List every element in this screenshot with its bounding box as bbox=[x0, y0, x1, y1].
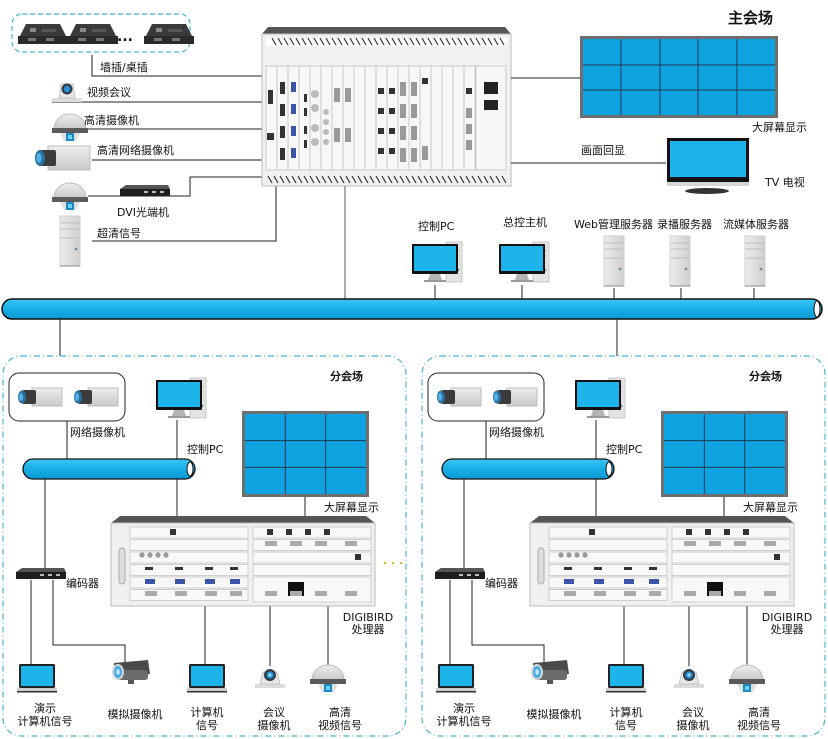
sub-venue-2 bbox=[421, 355, 826, 737]
encoder-label: 编码器 bbox=[485, 577, 518, 590]
hd-video-dome-icon bbox=[309, 664, 347, 693]
uhd-source-tower-icon bbox=[59, 215, 81, 267]
device-label-line1: 模拟摄像机 bbox=[107, 708, 163, 721]
network-camera-icon bbox=[17, 387, 63, 407]
wall-desk-socket-label: 墙插/桌插 bbox=[100, 61, 148, 74]
analog-camera-icon bbox=[112, 660, 150, 684]
master-host-icon bbox=[498, 241, 550, 283]
digibird-processor-chassis bbox=[529, 516, 795, 607]
conference-camera-icon bbox=[673, 668, 705, 689]
uhd-signal-label: 超清信号 bbox=[97, 227, 141, 240]
control-pc-icon bbox=[574, 377, 626, 419]
device-label-line1: 计算机 bbox=[609, 706, 643, 719]
dvi-optical-label: DVI光端机 bbox=[117, 206, 170, 219]
processor-label-line1: DIGIBIRD bbox=[761, 611, 813, 624]
recording-server-icon bbox=[669, 235, 691, 287]
sub-venue-title: 分会场 bbox=[330, 370, 363, 383]
device-label-line1: 模拟摄像机 bbox=[526, 708, 582, 721]
floor-socket-icon bbox=[144, 24, 194, 44]
processor-label-line2: 处理器 bbox=[770, 623, 804, 636]
video-conference-camera-icon bbox=[52, 83, 82, 102]
device-label-line2: 视频信号 bbox=[737, 719, 781, 732]
sub-venue-frame bbox=[2, 355, 407, 737]
device-label-line2: 计算机信号 bbox=[436, 715, 492, 728]
web-server-label: Web管理服务器 bbox=[574, 218, 653, 231]
sub-venue-title: 分会场 bbox=[749, 370, 782, 383]
computer-signal-laptop-icon bbox=[606, 664, 646, 693]
main-venue-title: 主会场 bbox=[728, 9, 774, 27]
floor-socket-icon bbox=[68, 24, 118, 44]
streaming-server-label: 流媒体服务器 bbox=[723, 218, 789, 231]
hd-video-dome-icon bbox=[728, 664, 766, 693]
network-camera-label: 网络摄像机 bbox=[489, 426, 544, 439]
main-matrix-chassis bbox=[261, 27, 512, 187]
device-label-line1: 计算机 bbox=[190, 706, 224, 719]
device-label-line2: 信号 bbox=[196, 719, 218, 732]
tv-display-icon bbox=[667, 138, 749, 194]
device-label-line1: 高清 bbox=[748, 706, 770, 719]
dvi-optical-transceiver-icon bbox=[120, 185, 170, 196]
device-label-line1: 高清 bbox=[329, 706, 351, 719]
encoder-label: 编码器 bbox=[66, 577, 99, 590]
device-label-line2: 摄像机 bbox=[257, 719, 291, 732]
computer-signal-laptop-icon bbox=[187, 664, 227, 693]
processor-label-line2: 处理器 bbox=[351, 623, 385, 636]
hd-dome-camera-icon bbox=[51, 113, 89, 142]
encoder-icon bbox=[435, 568, 485, 579]
master-host-label: 总控主机 bbox=[503, 216, 547, 229]
device-label-line1: 演示 bbox=[34, 702, 56, 715]
processor-label-line1: DIGIBIRD bbox=[342, 611, 394, 624]
encoder-icon bbox=[16, 568, 66, 579]
analog-camera-icon bbox=[531, 660, 569, 684]
sub-venue-network-pipe bbox=[441, 458, 615, 480]
sub-video-wall bbox=[242, 411, 369, 497]
floor-socket-icon bbox=[18, 24, 68, 44]
tv-label: TV 电视 bbox=[765, 176, 805, 189]
device-label-line1: 会议 bbox=[263, 706, 285, 719]
device-label-line2: 视频信号 bbox=[318, 719, 362, 732]
device-label-line2: 计算机信号 bbox=[17, 715, 73, 728]
sub-venue-frame bbox=[421, 355, 826, 737]
hd-network-camera-icon bbox=[35, 145, 91, 171]
recording-server-label: 录播服务器 bbox=[657, 218, 712, 231]
main-video-wall-label: 大屏幕显示 bbox=[752, 121, 807, 134]
sub-venue-network-pipe bbox=[22, 458, 196, 480]
dome-camera-icon bbox=[51, 182, 89, 211]
hd-camera-label: 高清摄像机 bbox=[84, 114, 139, 127]
network-camera-label: 网络摄像机 bbox=[70, 426, 125, 439]
socket-ellipsis: ... bbox=[117, 29, 133, 45]
presentation-laptop-icon bbox=[436, 664, 476, 693]
control-pc-label: 控制PC bbox=[187, 443, 224, 456]
device-label-line2: 摄像机 bbox=[676, 719, 710, 732]
digibird-processor-chassis bbox=[110, 516, 376, 607]
video-conference-label: 视频会议 bbox=[87, 86, 131, 99]
network-camera-icon bbox=[492, 387, 538, 407]
echo-label: 画面回显 bbox=[581, 144, 625, 157]
network-camera-icon bbox=[436, 387, 482, 407]
device-label-line1: 会议 bbox=[682, 706, 704, 719]
device-label-line2: 信号 bbox=[615, 719, 637, 732]
web-server-icon bbox=[603, 235, 625, 287]
presentation-laptop-icon bbox=[17, 664, 57, 693]
hd-network-camera-label: 高清网络摄像机 bbox=[97, 144, 174, 157]
control-pc-icon bbox=[411, 241, 463, 283]
main-network-backbone bbox=[1, 186, 823, 356]
control-pc-label: 控制PC bbox=[606, 443, 643, 456]
streaming-server-icon bbox=[744, 235, 766, 287]
control-pc-icon bbox=[155, 377, 207, 419]
video-wall-label: 大屏幕显示 bbox=[324, 501, 379, 514]
input-connection-lines bbox=[52, 55, 277, 242]
main-video-wall bbox=[580, 36, 778, 118]
control-pc-label: 控制PC bbox=[418, 220, 455, 233]
conference-camera-icon bbox=[254, 668, 286, 689]
sub-venue-1 bbox=[2, 355, 407, 737]
more-venues-dots bbox=[383, 561, 403, 565]
device-label-line1: 演示 bbox=[453, 702, 475, 715]
video-wall-label: 大屏幕显示 bbox=[743, 501, 798, 514]
network-camera-icon bbox=[73, 387, 119, 407]
sub-video-wall bbox=[661, 411, 788, 497]
